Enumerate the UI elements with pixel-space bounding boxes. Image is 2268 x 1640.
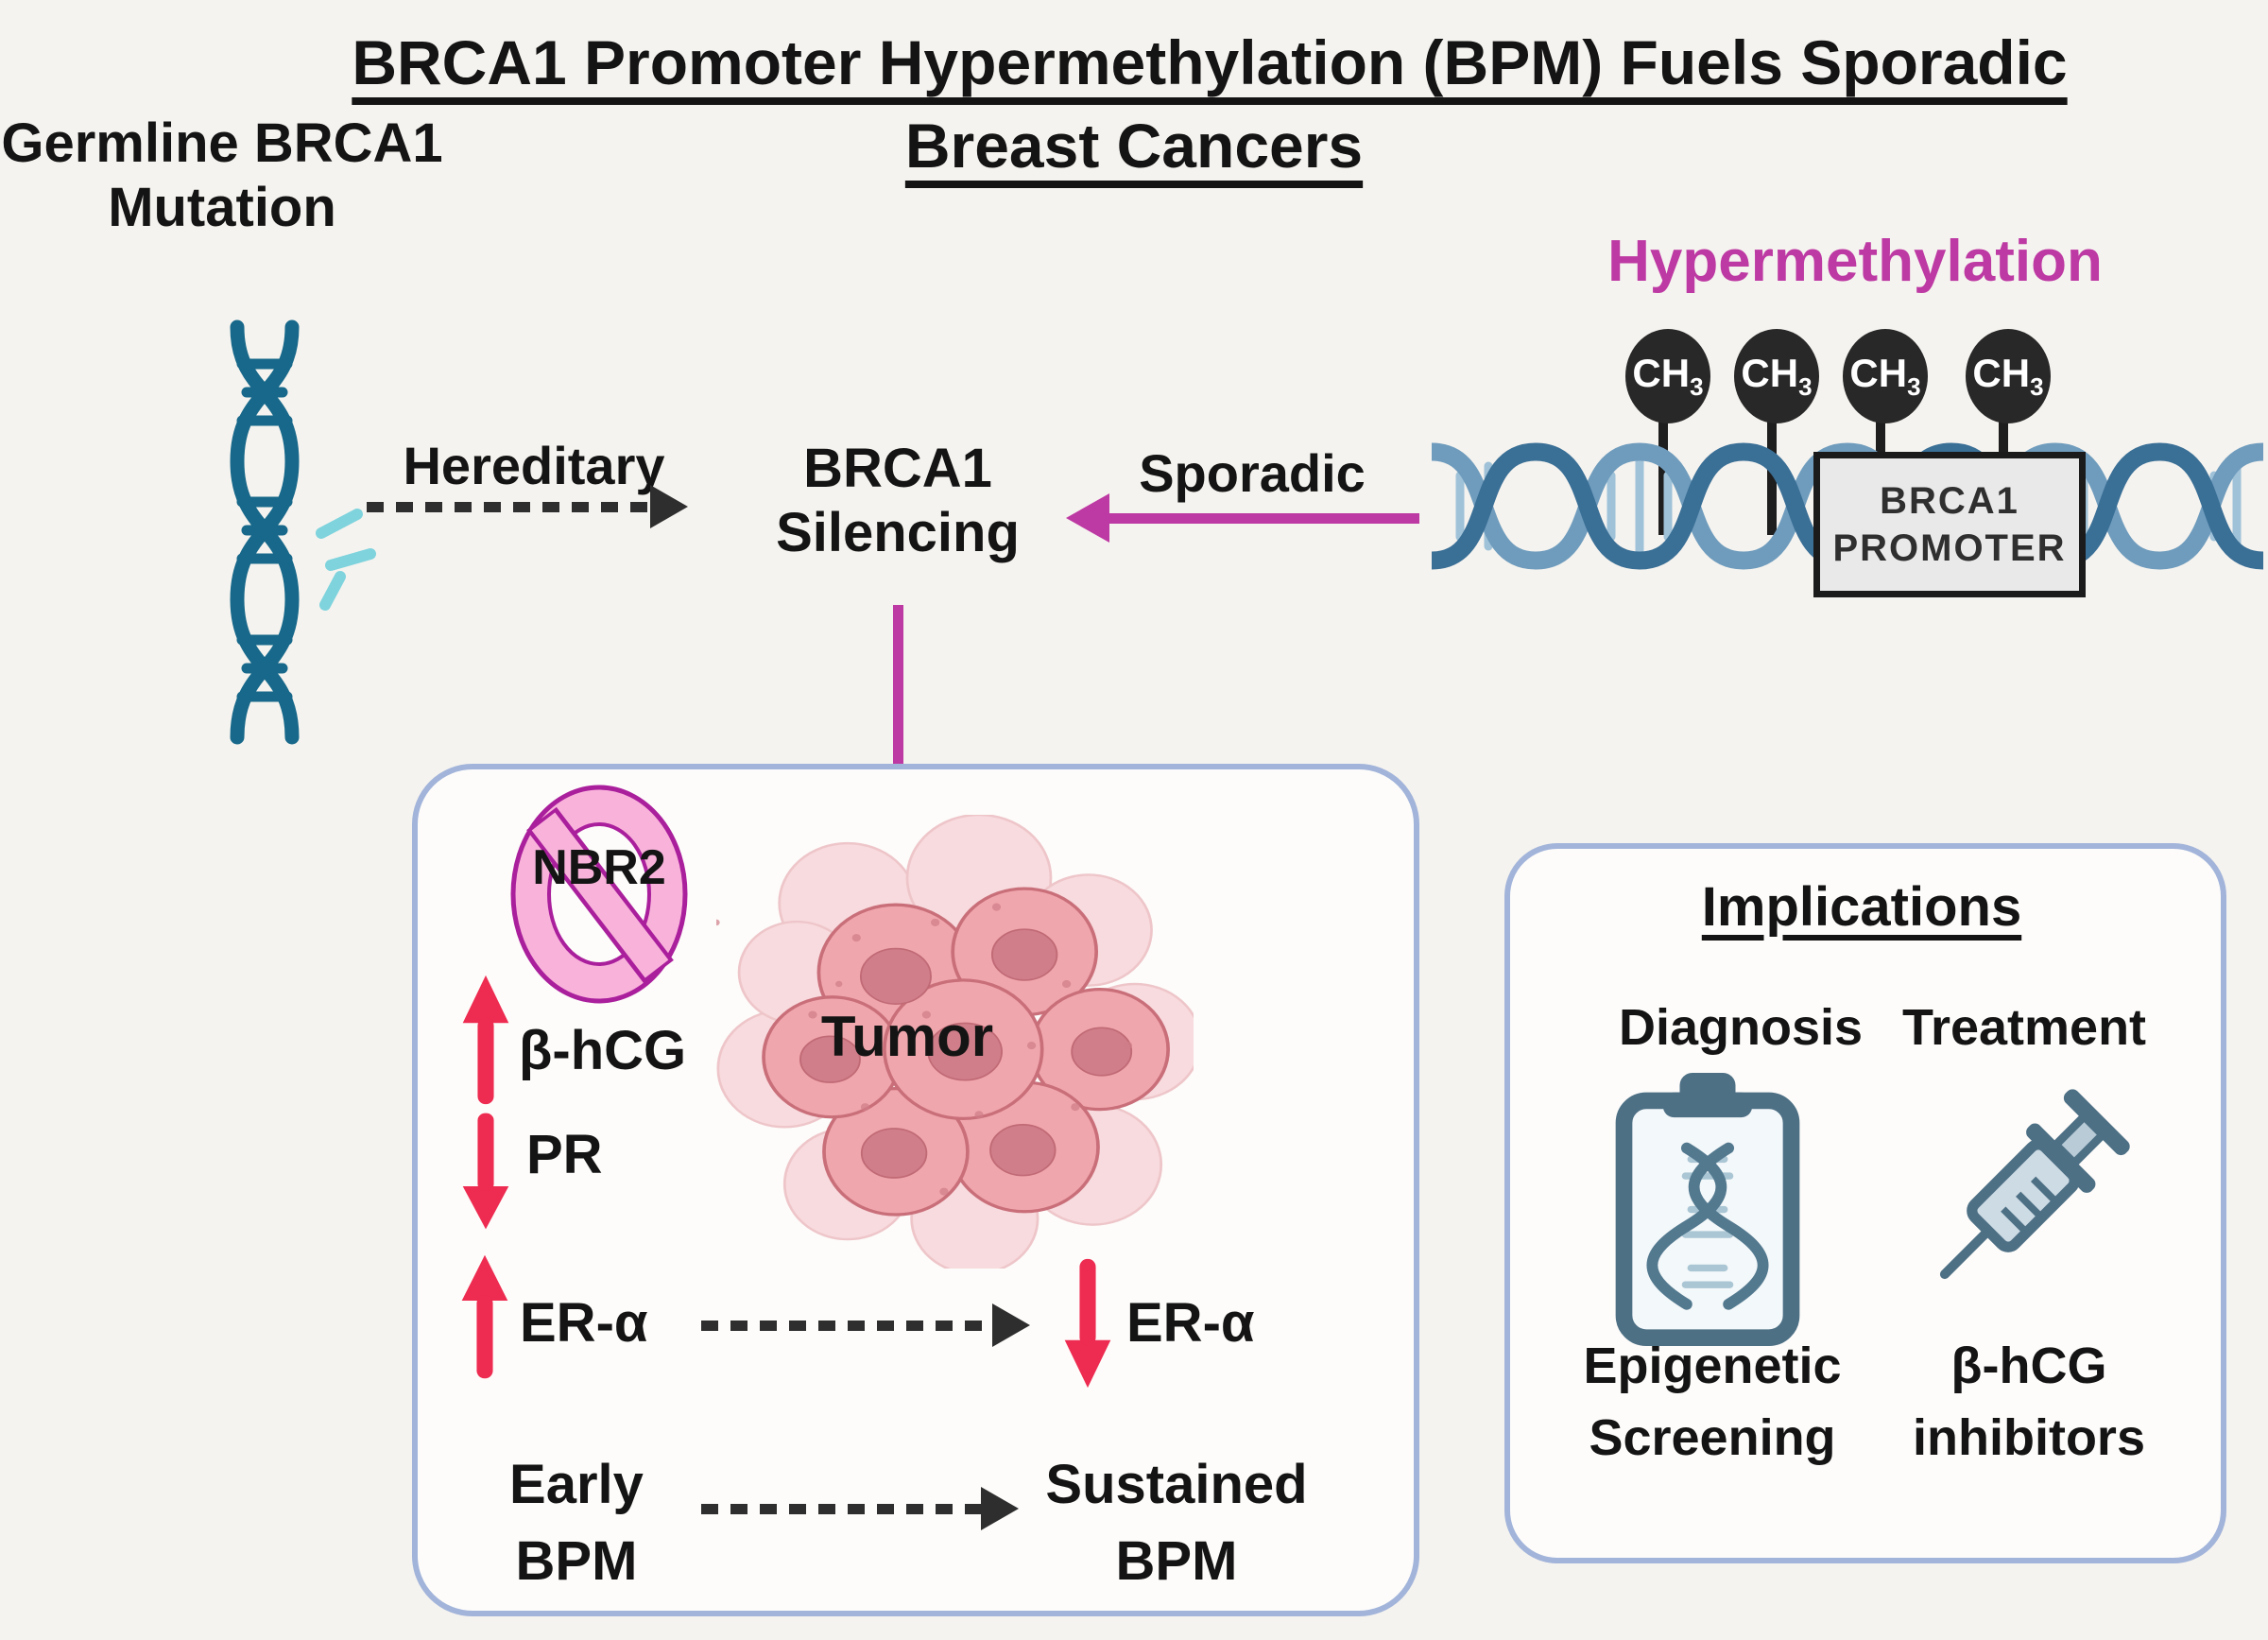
treatment-header: Treatment: [1901, 999, 2147, 1056]
hereditary-arrow: [367, 484, 688, 529]
hypermethylation-label: Hypermethylation: [1607, 229, 2103, 294]
er-down-arrow: [1062, 1257, 1113, 1390]
page-title-line1: BRCA1 Promoter Hypermethylation (BPM) Fu…: [352, 27, 2068, 97]
er-down-label: ER-α: [1126, 1292, 1255, 1354]
nbr2-prohibition-icon: [510, 785, 688, 1004]
sporadic-arrow: [1066, 493, 1419, 543]
methyl-stem: [1767, 416, 1777, 535]
sporadic-label: Sporadic: [1139, 443, 1366, 503]
bhcg-inhibitors-caption: β-hCG inhibitors: [1913, 1338, 2145, 1466]
page-title-line2: Breast Cancers: [904, 111, 1364, 181]
clipboard-dna-icon: [1615, 1072, 1800, 1347]
methyl-group-badge: CH3: [1625, 329, 1710, 423]
er-transition-arrow: [701, 1303, 1030, 1348]
methyl-group-badge: CH3: [1843, 329, 1928, 423]
tumor-label: Tumor: [820, 1005, 994, 1068]
methyl-stem: [1999, 416, 2008, 463]
sustained-bpm-label: Sustained BPM: [1045, 1454, 1308, 1593]
methyl-stem: [1876, 416, 1885, 463]
er-up-label: ER-α: [520, 1292, 648, 1354]
brca1-silencing-label: BRCA1 Silencing: [776, 438, 1020, 564]
er-up-arrow: [459, 1253, 510, 1380]
early-to-sustained-arrow: [701, 1486, 1019, 1531]
pr-down-arrow: [460, 1112, 511, 1231]
hereditary-label: Hereditary: [403, 436, 665, 495]
methyl-group-badge: CH3: [1966, 329, 2051, 423]
tumor-illustration: [716, 815, 1194, 1269]
methyl-stem: [1658, 416, 1668, 535]
methyl-group-badge: CH3: [1734, 329, 1819, 423]
pr-label: PR: [526, 1124, 603, 1185]
syringe-icon: [1939, 1089, 2130, 1280]
bhcg-up-arrow: [460, 974, 511, 1106]
brca1-promoter-box: BRCA1 PROMOTER: [1813, 452, 2086, 597]
early-bpm-label: Early BPM: [509, 1454, 644, 1593]
mutation-break-icon: [316, 509, 376, 611]
bhcg-label: β-hCG: [519, 1020, 687, 1081]
nbr2-label: NBR2: [532, 840, 666, 895]
germline-mutation-label: Germline BRCA1 Mutation: [1, 112, 443, 239]
germline-dna-helix-icon: [230, 319, 300, 745]
implications-title: Implications: [1701, 876, 2022, 938]
epigenetic-screening-caption: Epigenetic Screening: [1583, 1338, 1842, 1466]
diagnosis-header: Diagnosis: [1618, 999, 1864, 1056]
